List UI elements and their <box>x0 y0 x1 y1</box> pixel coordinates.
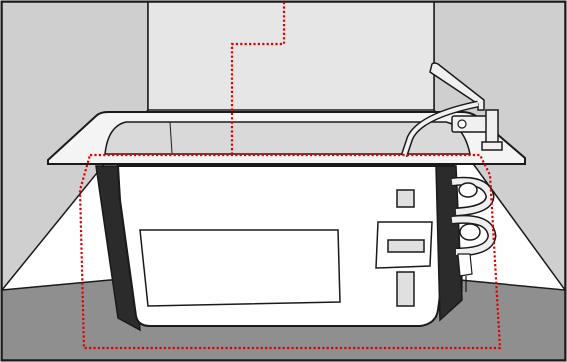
back-wall <box>148 2 434 110</box>
indicator-square <box>397 190 414 207</box>
access-door <box>397 272 414 306</box>
unit-front-panel <box>140 230 340 306</box>
display-window <box>388 240 424 252</box>
